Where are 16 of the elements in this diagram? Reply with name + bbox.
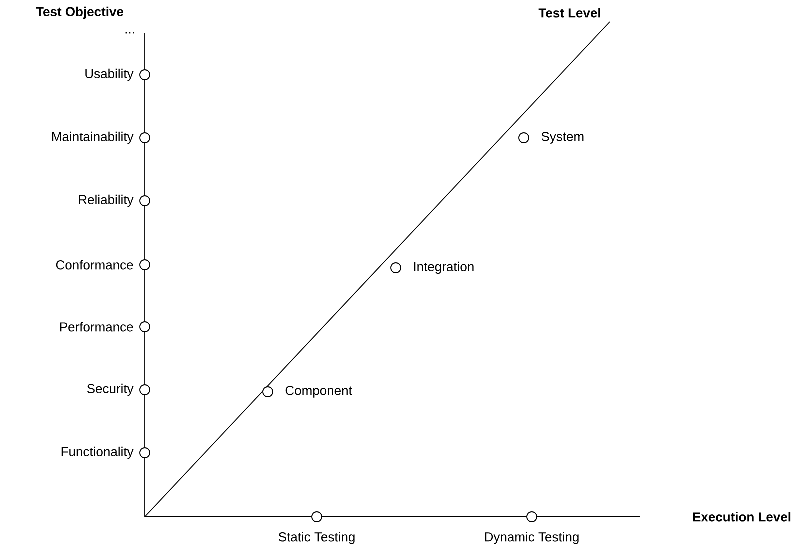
ellipsis: ... (126, 32, 134, 34)
point-label: Performance (60, 322, 134, 332)
axis-title: Test Level (538, 8, 600, 18)
point-label: Security (87, 384, 134, 396)
point-label: Static Testing (278, 532, 355, 544)
point-label: System (542, 132, 584, 144)
point-label: Integration (414, 262, 474, 274)
point-label: Component (286, 386, 352, 398)
point-label: Maintainability (52, 132, 134, 144)
point-label: Usability (86, 68, 134, 82)
point-label: Conformance (56, 260, 134, 270)
axis-title: Test Objective (36, 6, 124, 20)
point-label: Functionality (62, 446, 134, 460)
point-label: Reliability (79, 194, 134, 208)
axis-title: Execution Level (693, 512, 791, 522)
point-label: Dynamic Testing (485, 532, 579, 544)
